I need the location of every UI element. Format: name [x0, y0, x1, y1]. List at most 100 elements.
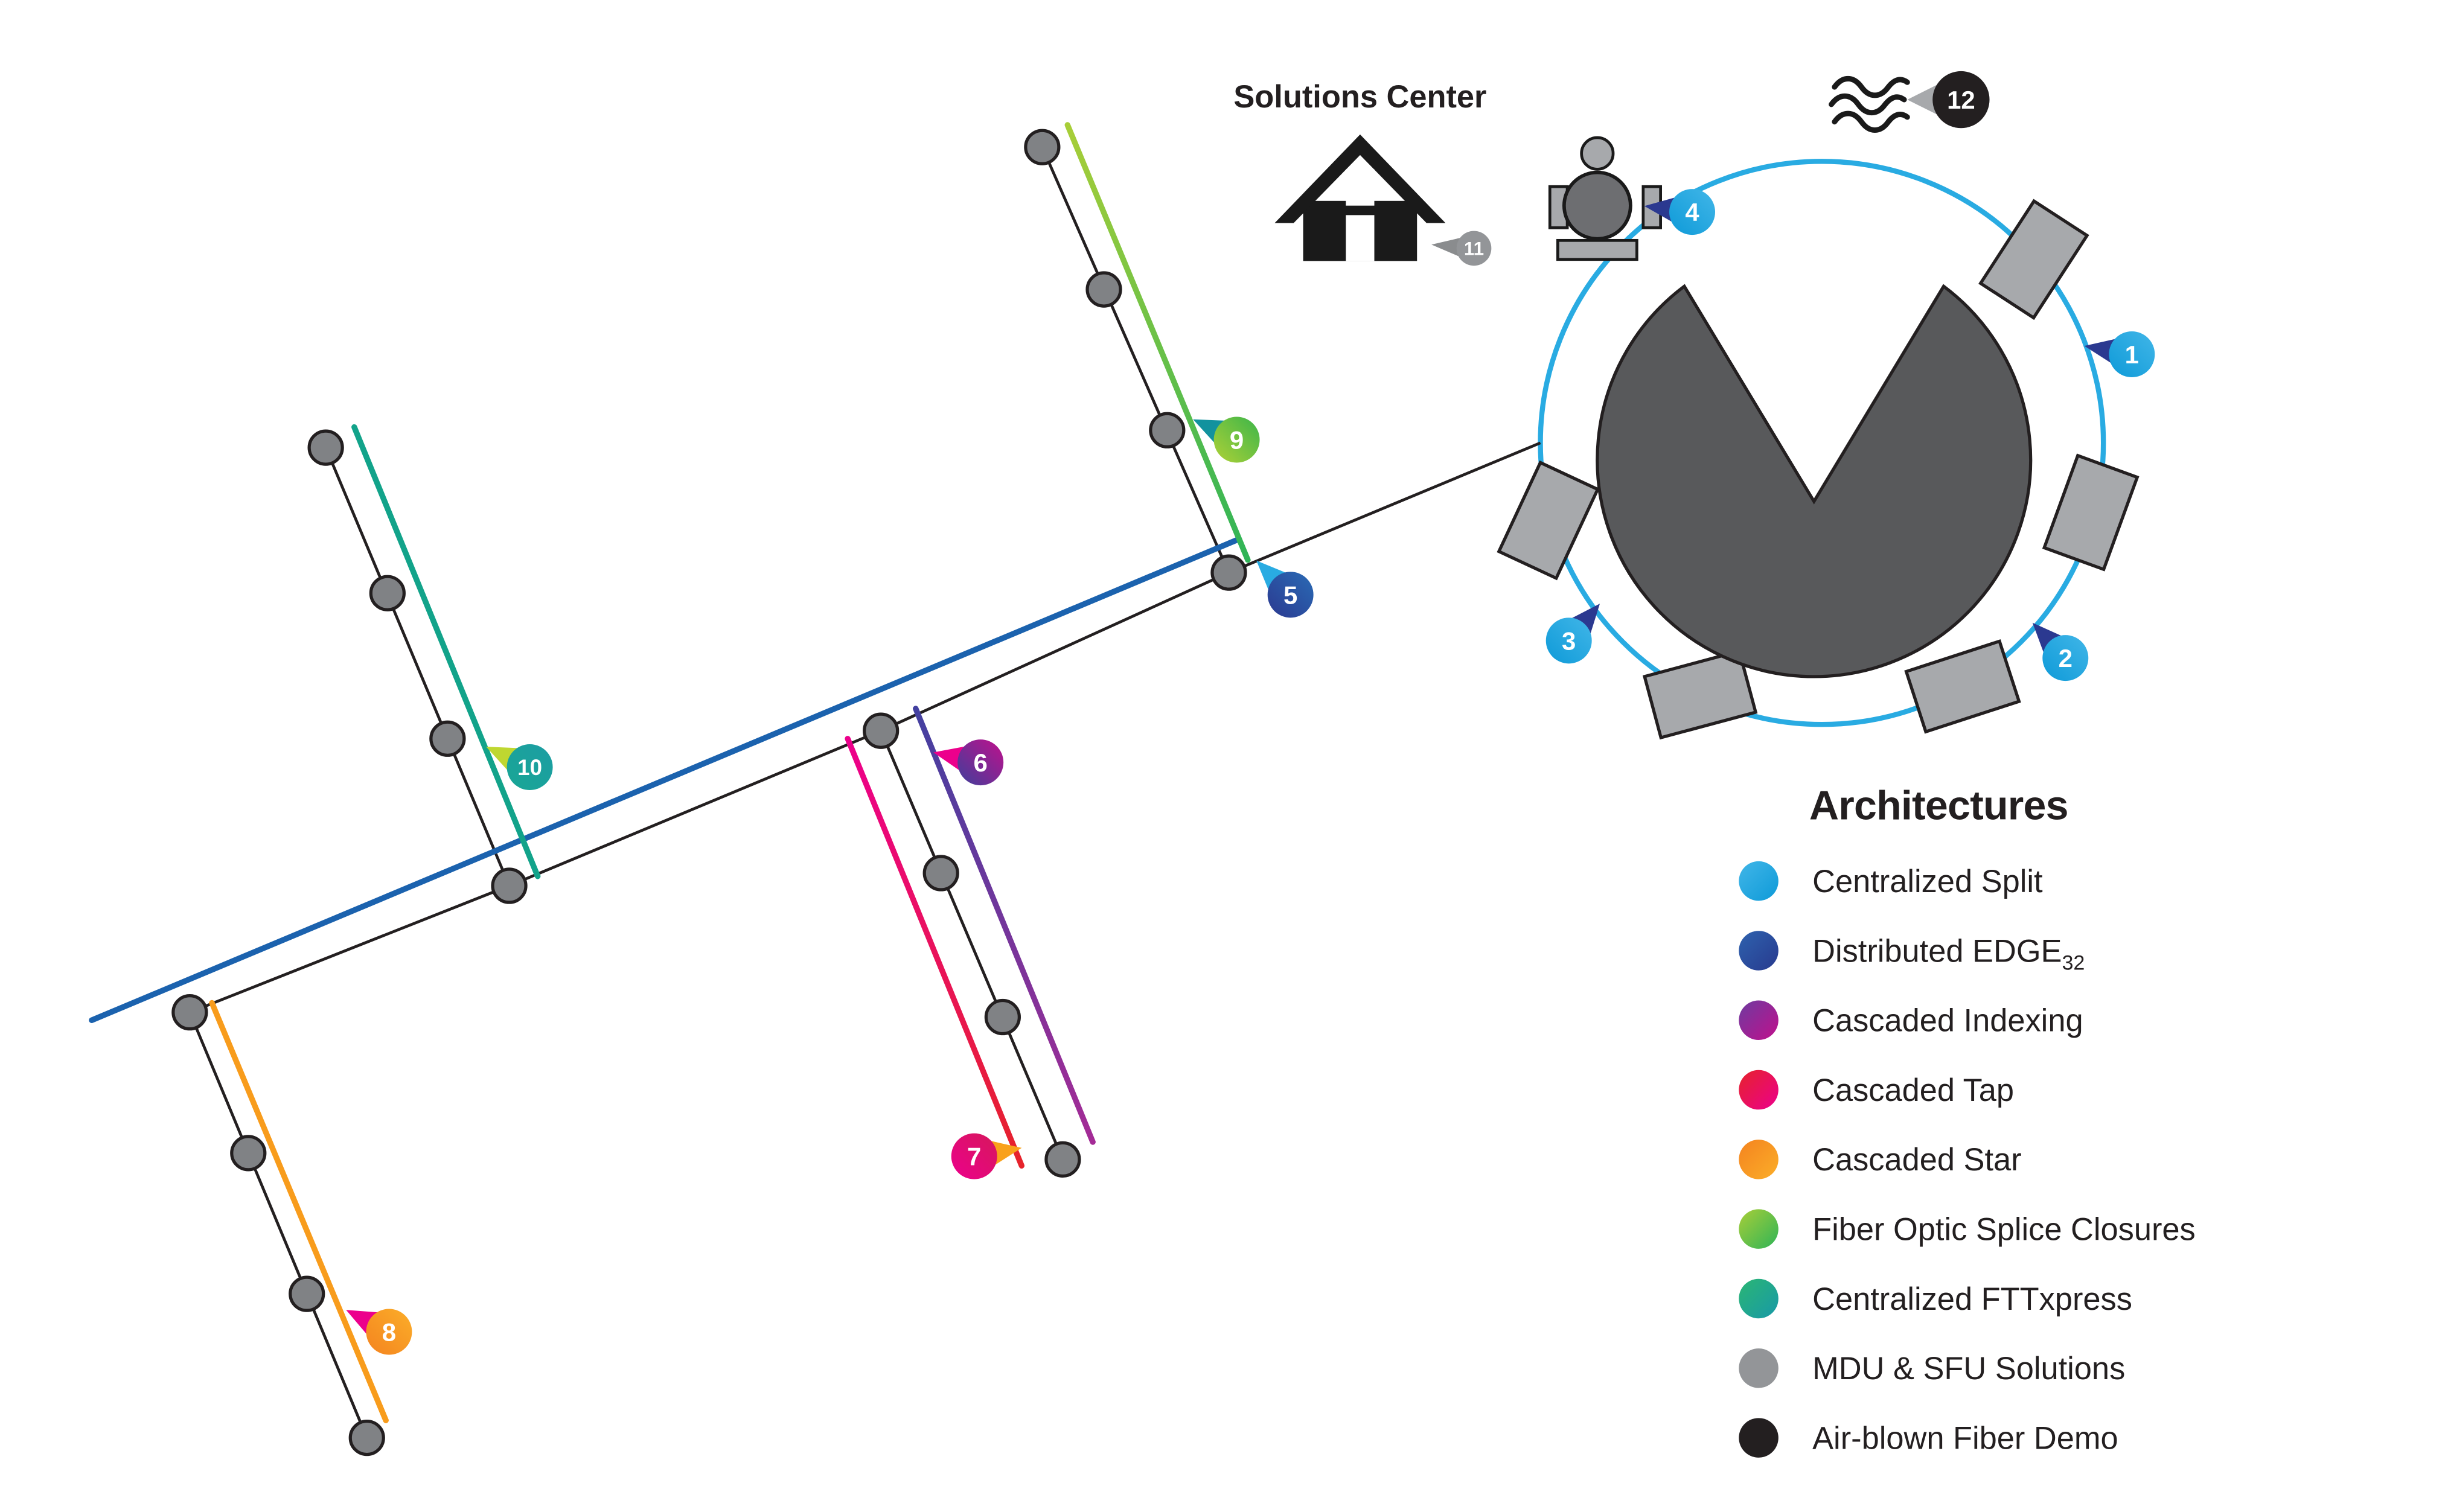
legend-item-5: Cascaded Star	[1739, 1140, 2022, 1179]
legend-item-4: Cascaded Tap	[1739, 1070, 2014, 1110]
map-marker-2: 2	[2032, 622, 2089, 681]
legend-dot	[1739, 1348, 1779, 1388]
fiber-pump-icon	[1548, 136, 1663, 261]
map-marker-8: 8	[346, 1309, 412, 1355]
map-marker-6: 6	[933, 739, 1004, 786]
marker-circle	[1456, 231, 1492, 266]
splice-node	[1024, 129, 1061, 165]
marker-number: 1	[2125, 340, 2139, 369]
legend-item-label: Cascaded Indexing	[1812, 1004, 2083, 1039]
splice-node	[171, 994, 208, 1031]
map-marker-7: 7	[951, 1133, 1022, 1179]
legend: Architectures Centralized SplitDistribut…	[1739, 782, 2196, 1458]
edge32-line	[89, 536, 1241, 1023]
marker-number: 10	[517, 755, 542, 780]
cascaded-indexing-line	[913, 706, 1096, 1145]
splice-node	[1085, 271, 1122, 308]
marker-circle	[366, 1309, 412, 1355]
splice-node	[863, 712, 900, 749]
mdu-building	[1978, 199, 2089, 321]
marker-tail	[1644, 197, 1676, 222]
mdu-building	[1642, 649, 1758, 740]
fttxpress-line	[351, 424, 541, 879]
marker-circle	[1267, 572, 1314, 618]
cascaded-star-line	[209, 1000, 389, 1423]
marker-tail	[1431, 237, 1461, 257]
legend-item-label: Air-blown Fiber Demo	[1812, 1421, 2118, 1456]
architecture-lines	[89, 122, 1251, 1423]
legend-item-8: MDU & SFU Solutions	[1739, 1348, 2125, 1388]
splitter-hub-shape	[1596, 284, 2033, 678]
splice-node	[922, 855, 959, 892]
marker-number: 9	[1230, 426, 1244, 455]
map-marker-5: 5	[1256, 560, 1314, 618]
air-flow-icon	[1829, 75, 1910, 133]
legend-item-2: Distributed EDGE32	[1739, 931, 2085, 974]
legend-item-1: Centralized Split	[1739, 861, 2043, 901]
map-marker-3: 3	[1545, 604, 1600, 664]
marker-tail	[933, 746, 965, 771]
upper-left-branch-line	[324, 447, 511, 887]
marker-number: 12	[1947, 86, 1975, 114]
marker-circle	[2042, 635, 2089, 681]
house-door	[1346, 215, 1375, 261]
marker-tail	[1907, 84, 1938, 115]
map-marker-4: 4	[1644, 189, 1716, 235]
splice-nodes	[171, 129, 1247, 1456]
splice-node	[289, 1275, 325, 1312]
marker-number: 5	[1283, 581, 1297, 609]
legend-item-6: Fiber Optic Splice Closures	[1739, 1209, 2196, 1249]
splice-node	[348, 1419, 385, 1456]
solutions-center-icon	[1274, 134, 1446, 261]
legend-title: Architectures	[1809, 782, 2068, 828]
marker-tail	[1256, 560, 1286, 591]
legend-item-label: MDU & SFU Solutions	[1812, 1351, 2125, 1386]
legend-item-label: Fiber Optic Splice Closures	[1812, 1212, 2196, 1247]
marker-number: 7	[967, 1143, 981, 1171]
mdu-building	[1497, 460, 1600, 581]
map-marker-10: 10	[486, 744, 553, 790]
map-marker-1: 1	[2084, 331, 2155, 377]
pump-head-icon	[1580, 136, 1615, 171]
splice-closures-line	[1064, 122, 1251, 563]
marker-circle	[507, 744, 553, 790]
mdu-building	[1904, 639, 2021, 734]
marker-tail	[346, 1310, 379, 1335]
marker-tail	[2084, 339, 2116, 363]
marker-circle	[1932, 71, 1990, 129]
mdu-buildings	[1497, 199, 2140, 740]
splice-node	[230, 1135, 267, 1172]
marker-tail	[2032, 622, 2062, 653]
lower-left-branch-line	[188, 1012, 368, 1438]
splice-node	[307, 429, 344, 466]
splice-node	[1149, 412, 1186, 448]
marker-number: 11	[1464, 238, 1484, 260]
marker-circle	[1669, 189, 1716, 235]
map-marker-12: 12	[1907, 71, 1990, 129]
marker-number: 2	[2059, 644, 2073, 672]
legend-dot	[1739, 1278, 1779, 1319]
marker-number: 8	[382, 1318, 396, 1347]
marker-tail	[1571, 604, 1600, 635]
roof	[1274, 134, 1446, 223]
splice-node	[429, 720, 466, 757]
splice-node	[1210, 554, 1247, 591]
legend-item-label: Centralized Split	[1812, 864, 2043, 899]
fiber-routes	[188, 146, 1541, 1438]
legend-dot	[1739, 1070, 1779, 1110]
cascaded-tap-line	[845, 736, 1025, 1169]
mdu-building	[2042, 453, 2140, 572]
splice-node	[1044, 1141, 1081, 1178]
pump-base	[1556, 238, 1638, 261]
legend-item-3: Cascaded Indexing	[1739, 1000, 2083, 1041]
marker-number: 3	[1562, 627, 1576, 655]
marker-circle	[951, 1133, 997, 1179]
legend-item-7: Centralized FTTxpress	[1739, 1278, 2132, 1319]
marker-circle	[2109, 331, 2155, 377]
middle-branch-line	[879, 730, 1064, 1160]
legend-dot	[1739, 861, 1779, 901]
marker-number: 6	[974, 748, 988, 777]
legend-dot	[1739, 1209, 1779, 1249]
map-marker-11: 11	[1431, 231, 1492, 266]
